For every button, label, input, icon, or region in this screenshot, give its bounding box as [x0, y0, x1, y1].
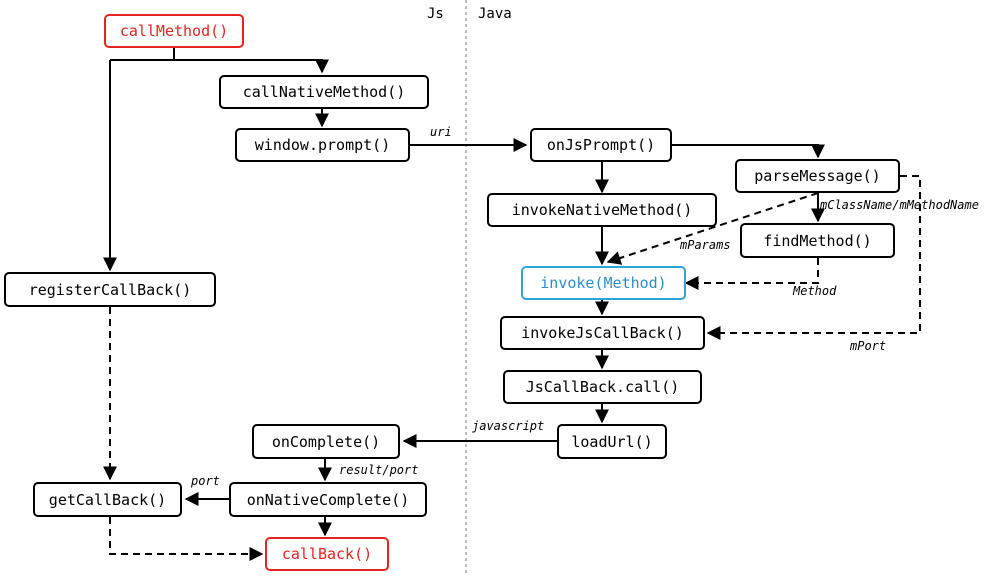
label-mport: mPort	[850, 339, 887, 353]
label-javascript: javascript	[472, 419, 545, 433]
label-method: Method	[793, 284, 837, 298]
node-js-callback-call: JsCallBack.call()	[503, 370, 702, 404]
node-invoke-native-method: invokeNativeMethod()	[487, 193, 717, 227]
node-on-native-complete: onNativeComplete()	[229, 482, 427, 517]
edge-callmethod-trunk	[110, 48, 322, 72]
node-invoke-js-callback: invokeJsCallBack()	[500, 316, 705, 350]
column-header-js: Js	[427, 6, 444, 22]
label-uri: uri	[430, 125, 452, 139]
edge-parse-jscallback-port	[706, 175, 921, 340]
node-callback: callBack()	[265, 537, 389, 571]
label-mclassname: mClassName/mMethodName	[820, 198, 979, 212]
column-header-java: Java	[478, 6, 512, 22]
label-mparams: mParams	[680, 238, 731, 252]
node-get-callback: getCallBack()	[33, 482, 182, 517]
node-register-callback: registerCallBack()	[4, 272, 216, 307]
node-find-method: findMethod()	[740, 223, 895, 258]
label-result-port: result/port	[339, 463, 419, 477]
node-call-native-method: callNativeMethod()	[219, 75, 429, 109]
node-on-js-prompt: onJsPrompt()	[530, 128, 672, 162]
node-parse-message: parseMessage()	[735, 159, 900, 193]
label-port: port	[191, 474, 220, 488]
edge-find-invoke-method	[684, 258, 819, 290]
node-window-prompt: window.prompt()	[235, 128, 410, 162]
node-call-method: callMethod()	[104, 14, 244, 48]
node-invoke-method: invoke(Method)	[521, 266, 686, 300]
edge-parse-invoke-params	[606, 192, 819, 265]
node-load-url: loadUrl()	[557, 424, 667, 459]
edge-getcallback-callback	[109, 517, 264, 561]
node-on-complete: onComplete()	[252, 424, 400, 459]
edge-onjsprompt-parse	[672, 144, 825, 159]
